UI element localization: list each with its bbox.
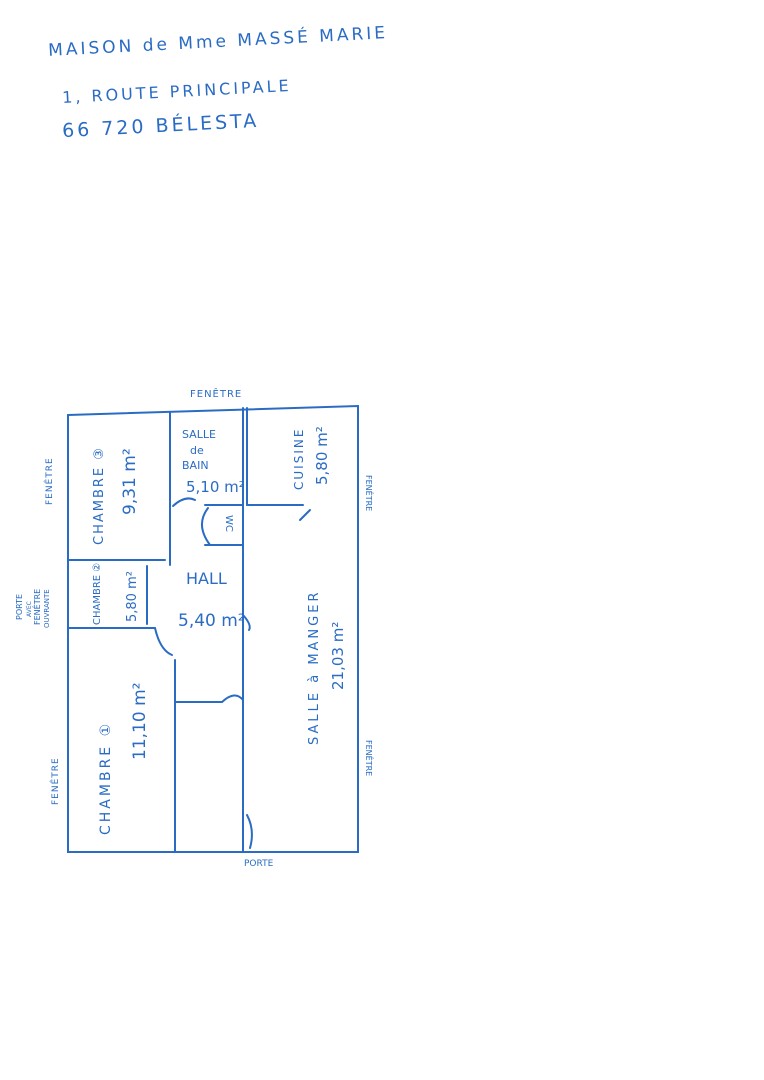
hall-name: HALL [186,569,227,588]
chambre1-name: CHAMBRE ① [98,721,114,835]
porte-fenetre-label-1: PORTE [15,594,24,620]
cuisine-area: 5,80 m² [313,426,331,485]
salle-a-manger-name: SALLE à MANGER [307,590,322,745]
salle-de-bain-name-bain: BAIN [182,459,209,472]
hall-area: 5,40 m² [178,611,245,631]
fenetre-top-label: FENÊTRE [190,387,242,400]
cuisine-name: CUISINE [292,428,306,490]
fenetre-right-bottom-label: FENÊTRE [364,740,375,776]
fenetre-left-bottom-label: FENÊTRE [49,757,61,805]
fenetre-left-top-label: FENÊTRE [43,457,55,505]
porte-fenetre-label-2: AVEC [26,601,33,617]
porte-fenetre-label-4: OUVRANTE [43,589,51,628]
salle-de-bain-name-de: de [190,444,204,457]
salle-a-manger-area: 21,03 m² [329,622,347,690]
porte-fenetre-label-3: FENÊTRE [31,589,42,625]
outer-wall [67,404,359,853]
fenetre-right-top-label: FENÊTRE [364,475,375,511]
porte-bottom-label: PORTE [244,859,274,869]
chambre1-area: 11,10 m² [130,683,150,760]
salle-de-bain-name: SALLE [182,428,216,441]
chambre3-area: 9,31 m² [120,448,140,515]
chambre2-name: CHAMBRE ② [92,563,103,625]
chambre2-area: 5,80 m² [125,571,140,622]
salle-de-bain-area: 5,10 m² [186,478,245,496]
chambre3-name: CHAMBRE ③ [92,446,107,545]
walls [67,404,359,853]
wc-name: WC [223,515,234,532]
